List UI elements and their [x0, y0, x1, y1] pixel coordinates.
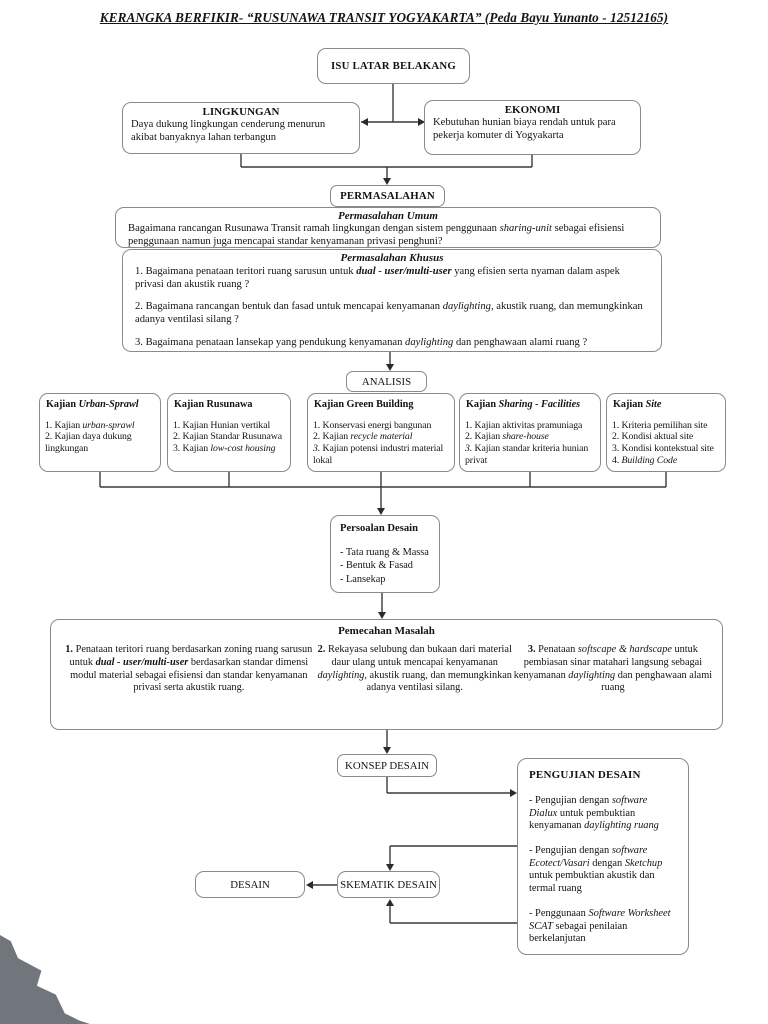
page-title: KERANGKA BERFIKIR- “RUSUNAWA TRANSIT YOG… [99, 10, 669, 25]
permasalahan-khusus-item: 2. Bagaimana rancangan bentuk dan fasad … [135, 301, 643, 326]
skematik-desain-label: SKEMATIK DESAIN [340, 878, 437, 891]
kajian-item: 3. Kajian low-cost housing [173, 443, 276, 455]
pemecahan-masalah-box: Pemecahan Masalah 1. Penataan teritori r… [50, 619, 723, 730]
pengujian-desain-box: PENGUJIAN DESAIN - Pengujian dengan soft… [517, 758, 689, 955]
permasalahan-umum-title: Permasalahan Umum [338, 210, 438, 222]
kajian-site-box: Kajian Site 1. Kriteria pemilihan site 2… [606, 393, 726, 472]
pemecahan-column: 3. Penataan softscape & hardscape untuk … [513, 644, 713, 694]
pengujian-desain-item: - Pengujian dengan software Ecotect/Vasa… [529, 845, 663, 895]
pemecahan-masalah-columns: 1. Penataan teritori ruang berdasarkan z… [51, 644, 722, 695]
pemecahan-column: 2. Rekayasa selubung dan bukaan dari mat… [317, 644, 512, 694]
kajian-item: 1. Kriteria pemilihan site [612, 419, 708, 431]
kajian-item: 3. Kajian standar kriteria hunian privat [465, 443, 589, 466]
permasalahan-umum-box: Permasalahan Umum Bagaimana rancangan Ru… [115, 207, 661, 248]
kajian-title: Kajian Rusunawa [174, 399, 253, 410]
kajian-item: 3. Kajian potensi industri material loka… [313, 443, 444, 466]
kajian-item: 1. Kajian aktivitas pramuniaga [465, 419, 583, 431]
kajian-item: 1. Konservasi energi bangunan [313, 419, 432, 431]
connector-lines [99, 84, 667, 924]
konsep-desain-label: KONSEP DESAIN [345, 759, 429, 772]
permasalahan-box: PERMASALAHAN [330, 185, 445, 207]
isu-latar-belakang-label: ISU LATAR BELAKANG [331, 60, 456, 72]
persoalan-desain-item: - Lansekap [340, 573, 386, 585]
persoalan-desain-item: - Bentuk & Fasad [340, 560, 413, 572]
kajian-item: 2. Kajian daya dukung lingkungan [45, 431, 132, 455]
ekonomi-title: EKONOMI [504, 104, 561, 116]
pengujian-desain-title: PENGUJIAN DESAIN [529, 769, 641, 781]
pengujian-desain-item: - Penggunaan Software Worksheet SCAT seb… [529, 907, 671, 945]
kajian-item: 4. Building Code [612, 454, 678, 466]
ekonomi-box: EKONOMI Kebutuhan hunian biaya rendah un… [424, 100, 641, 155]
kajian-sharing-facilities-box: Kajian Sharing - Facilities 1. Kajian ak… [459, 393, 601, 472]
permasalahan-khusus-box: Permasalahan Khusus 1. Bagaimana penataa… [122, 249, 662, 352]
kajian-item: 2. Kajian Standar Rusunawa [173, 431, 282, 443]
kajian-title: Kajian Green Building [314, 399, 414, 410]
skematik-desain-box: SKEMATIK DESAIN [337, 871, 440, 898]
konsep-desain-box: KONSEP DESAIN [337, 754, 437, 777]
kajian-rusunawa-box: Kajian Rusunawa 1. Kajian Hunian vertika… [167, 393, 291, 472]
analisis-box: ANALISIS [346, 371, 427, 392]
kajian-title: Kajian Sharing - Facilities [466, 399, 581, 410]
persoalan-desain-box: Persoalan Desain - Tata ruang & Massa - … [330, 515, 440, 593]
permasalahan-khusus-title: Permasalahan Khusus [340, 252, 444, 264]
lingkungan-title: LINGKUNGAN [202, 106, 280, 118]
kajian-item: 2. Kajian share-house [465, 431, 549, 443]
pemecahan-column: 1. Penataan teritori ruang berdasarkan z… [65, 644, 313, 694]
kajian-title: Kajian Urban-Sprawl [46, 399, 139, 410]
kajian-item: 3. Kondisi kontekstual site [612, 443, 714, 455]
kajian-title: Kajian Site [613, 399, 662, 410]
permasalahan-khusus-item: 1. Bagaimana penataan teritori ruang sar… [135, 266, 620, 291]
lingkungan-body: Daya dukung lingkungan cenderung menurun… [131, 119, 326, 143]
kajian-item: 2. Kondisi aktual site [612, 431, 694, 443]
permasalahan-umum-body: Bagaimana rancangan Rusunawa Transit ram… [128, 223, 625, 247]
persoalan-desain-item: - Tata ruang & Massa [340, 547, 429, 558]
kajian-item: 1. Kajian urban-sprawl [45, 419, 135, 431]
isu-latar-belakang-box: ISU LATAR BELAKANG [317, 48, 470, 84]
kajian-green-building-box: Kajian Green Building 1. Konservasi ener… [307, 393, 455, 472]
pemecahan-masalah-title: Pemecahan Masalah [338, 625, 435, 637]
analisis-label: ANALISIS [361, 375, 412, 388]
arrowheads [306, 118, 517, 906]
ekonomi-body: Kebutuhan hunian biaya rendah untuk para… [433, 117, 616, 141]
desain-label: DESAIN [230, 878, 270, 891]
permasalahan-label: PERMASALAHAN [340, 190, 435, 202]
kajian-item: 1. Kajian Hunian vertikal [173, 419, 271, 431]
lingkungan-box: LINGKUNGAN Daya dukung lingkungan cender… [122, 102, 360, 154]
persoalan-desain-title: Persoalan Desain [340, 523, 418, 534]
kajian-urban-sprawl-box: Kajian Urban-Sprawl 1. Kajian urban-spra… [39, 393, 161, 472]
kajian-item: 2. Kajian recycle material [313, 431, 413, 443]
pengujian-desain-item: - Pengujian dengan software Dialux untuk… [529, 795, 659, 832]
desain-box: DESAIN [195, 871, 305, 898]
permasalahan-khusus-item: 3. Bagaimana penataan lansekap yang pend… [135, 336, 588, 348]
